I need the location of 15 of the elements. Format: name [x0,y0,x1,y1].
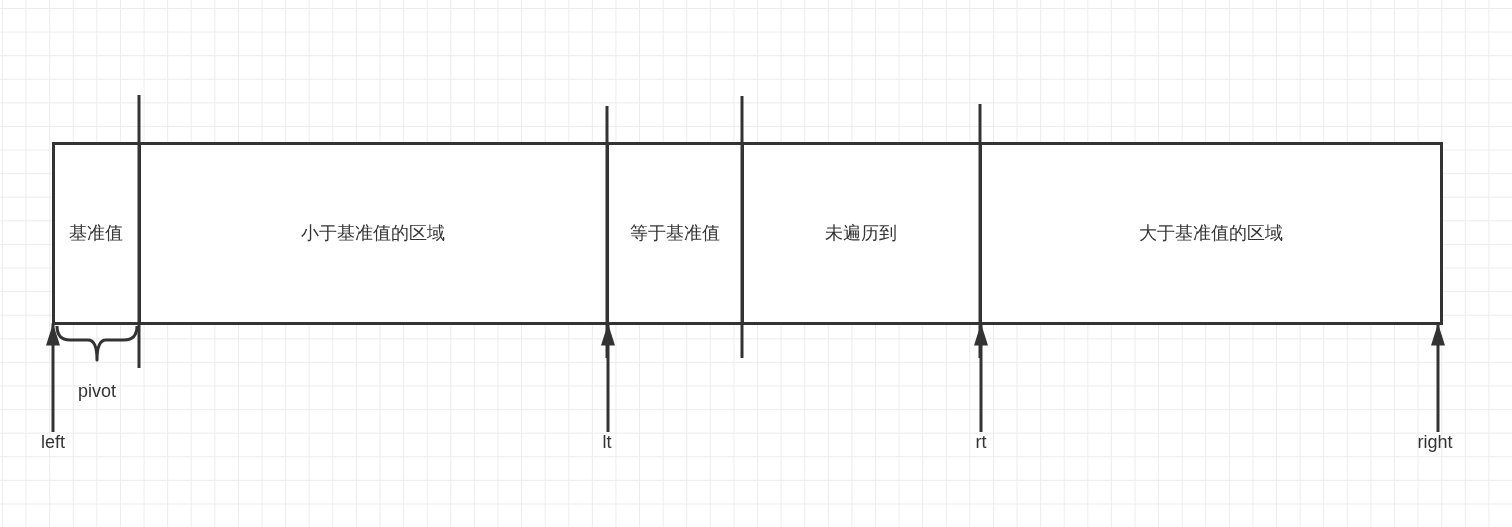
pointer-label: rt [975,432,987,452]
segment-label: 小于基准值的区域 [301,222,445,244]
segment-label: 大于基准值的区域 [1138,222,1283,244]
pointer-label: right [1417,432,1453,452]
segment-label: 未遍历到 [825,222,897,244]
segment-label: 等于基准值 [629,222,720,244]
brace-label: pivot [78,381,116,401]
pointer-arrow [601,323,615,432]
pointer-arrow [1431,323,1445,432]
pointer-label: left [41,432,65,452]
array-segment [51,141,141,325]
segment-label: 基准值 [69,222,123,244]
pointer-arrow [46,323,60,432]
pointer-label: lt [602,432,612,452]
pointer-arrow [974,323,988,432]
